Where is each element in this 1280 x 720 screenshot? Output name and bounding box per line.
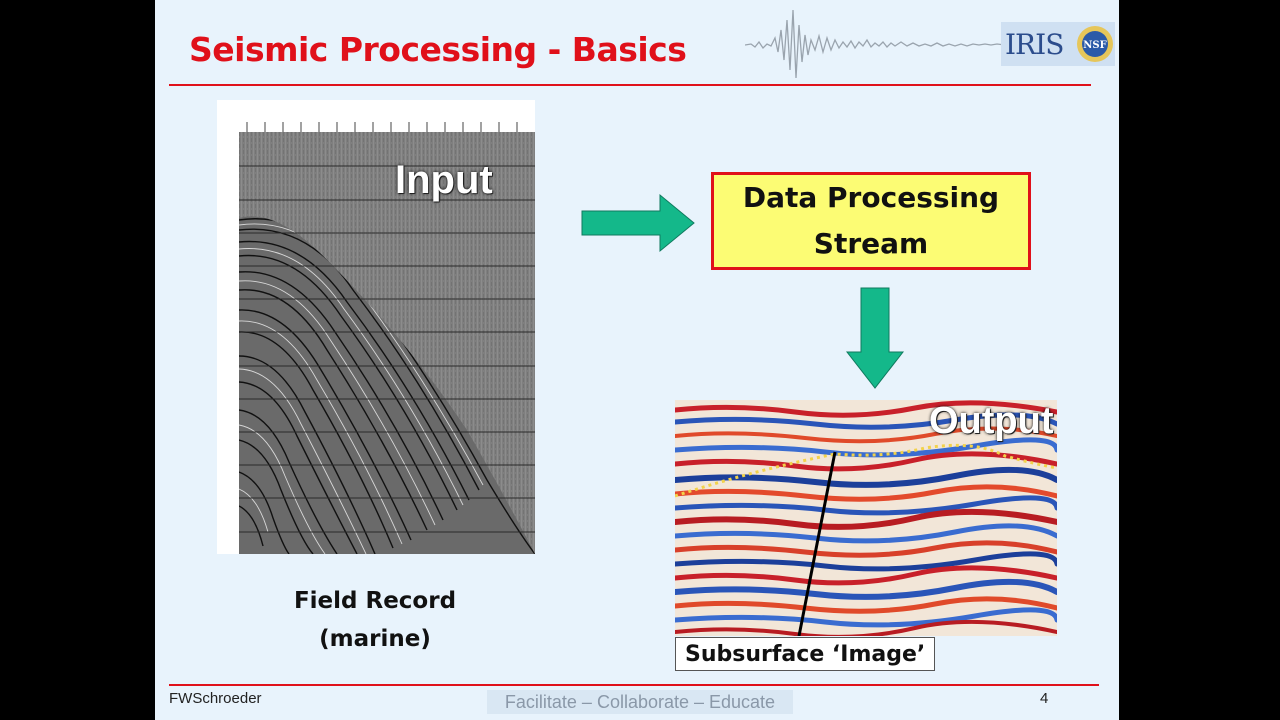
seismogram-wave-decoration	[745, 9, 1015, 79]
input-label: Input	[395, 158, 493, 202]
title-divider	[169, 84, 1091, 86]
arrow-right-icon	[581, 193, 695, 253]
output-label: Output	[929, 400, 1054, 442]
page-number: 4	[1040, 690, 1049, 707]
data-processing-box: Data Processing Stream	[711, 172, 1031, 270]
slide: Seismic Processing - Basics IRIS NSF	[155, 0, 1119, 720]
field-caption-line1: Field Record	[293, 588, 457, 614]
nsf-seal-text: NSF	[1083, 40, 1106, 51]
footer-author: FWSchroeder	[169, 690, 262, 707]
arrow-down-icon	[845, 287, 905, 389]
footer-motto: Facilitate – Collaborate – Educate	[487, 690, 793, 714]
footer-divider	[169, 684, 1099, 686]
field-record-caption: Field Record (marine)	[275, 582, 475, 658]
subsurface-image	[675, 400, 1057, 636]
nsf-seal-icon: NSF	[1077, 26, 1113, 62]
process-line2: Stream	[813, 227, 929, 260]
process-line1: Data Processing	[742, 181, 1000, 214]
iris-logo: IRIS	[1005, 28, 1064, 61]
field-record-image	[217, 100, 535, 554]
field-caption-line2: (marine)	[319, 626, 431, 652]
subsurface-image-caption: Subsurface ‘Image’	[675, 637, 936, 671]
slide-title: Seismic Processing - Basics	[189, 30, 687, 69]
